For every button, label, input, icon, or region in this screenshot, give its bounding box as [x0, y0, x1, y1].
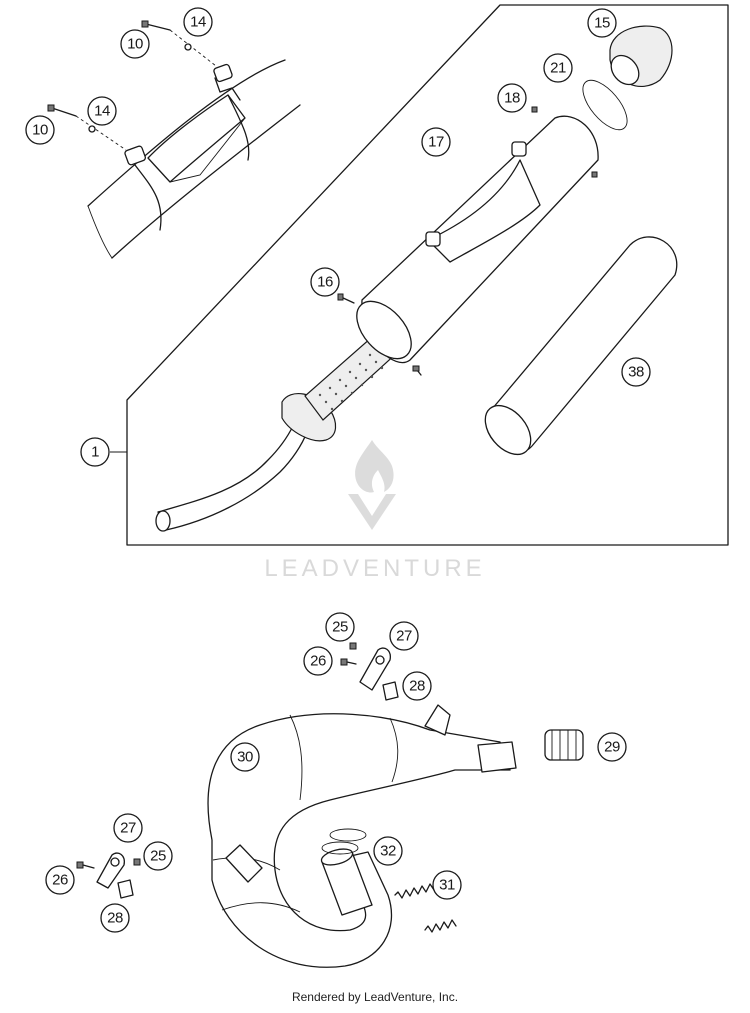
callout-14-top[interactable]: 14: [183, 7, 213, 37]
callout-18[interactable]: 18: [497, 83, 527, 113]
callout-label: 18: [504, 90, 520, 107]
callout-label: 17: [428, 134, 444, 151]
footer-credit: Rendered by LeadVenture, Inc.: [291, 990, 459, 1004]
callout-label: 29: [604, 739, 620, 756]
callout-label: 26: [310, 653, 326, 670]
callout-label: 30: [237, 749, 253, 766]
exhaust-seal: [544, 729, 584, 761]
callout-29[interactable]: 29: [597, 732, 627, 762]
callout-30[interactable]: 30: [230, 742, 260, 772]
callout-16[interactable]: 16: [310, 267, 340, 297]
kit-frame: [126, 4, 729, 546]
o-ring-32b: [321, 841, 359, 855]
callout-label: 26: [52, 872, 68, 889]
callout-17[interactable]: 17: [421, 127, 451, 157]
o-ring: [582, 79, 628, 131]
callout-10-top[interactable]: 10: [120, 29, 150, 59]
callout-label: 28: [409, 678, 425, 695]
callout-label: 38: [628, 364, 644, 381]
callout-15[interactable]: 15: [587, 8, 617, 38]
callout-38[interactable]: 38: [621, 357, 651, 387]
leadventure-watermark: LEADVENTURE: [264, 440, 485, 582]
callout-label: 16: [317, 274, 333, 291]
callout-27-upper[interactable]: 27: [389, 621, 419, 651]
callout-label: 21: [550, 60, 566, 77]
callout-label: 32: [380, 843, 396, 860]
callout-label: 10: [127, 36, 143, 53]
callout-26-lower[interactable]: 26: [45, 865, 75, 895]
callout-label: 25: [332, 619, 348, 636]
end-cap: [609, 25, 673, 87]
silencer-assembly: [155, 106, 599, 532]
callout-label: 27: [120, 820, 136, 837]
callout-28-lower[interactable]: 28: [100, 903, 130, 933]
callout-label: 31: [439, 877, 455, 894]
springs: [394, 883, 457, 933]
perforation-pattern: [318, 353, 384, 411]
upper-mount-hardware: [340, 642, 399, 701]
callout-32[interactable]: 32: [373, 836, 403, 866]
callout-21[interactable]: 21: [543, 53, 573, 83]
expansion-chamber: [207, 704, 517, 968]
clamp-inset: [47, 20, 301, 259]
silencer-packing: [484, 236, 678, 456]
callout-label: 14: [190, 14, 206, 31]
callout-25-lower[interactable]: 25: [143, 841, 173, 871]
callout-10-lower[interactable]: 10: [25, 115, 55, 145]
watermark-v-icon: [348, 494, 396, 530]
callout-label: 27: [396, 628, 412, 645]
callout-label: 28: [107, 910, 123, 927]
callout-1[interactable]: 1: [80, 437, 110, 467]
watermark-brand: LEADVENTURE: [264, 555, 485, 582]
callout-label: 1: [91, 444, 99, 461]
callout-label: 10: [32, 122, 48, 139]
callout-25-upper[interactable]: 25: [325, 612, 355, 642]
callout-label: 14: [94, 103, 110, 120]
callout-31[interactable]: 31: [432, 870, 462, 900]
callout-label: 25: [150, 848, 166, 865]
watermark-flame-icon: [355, 440, 394, 493]
callout-28-upper[interactable]: 28: [402, 671, 432, 701]
callout-14-lower[interactable]: 14: [87, 96, 117, 126]
callout-26-upper[interactable]: 26: [303, 646, 333, 676]
callout-27-lower[interactable]: 27: [113, 813, 143, 843]
o-ring-32a: [329, 828, 367, 842]
lower-mount-hardware: [76, 852, 141, 899]
callout-label: 15: [594, 15, 610, 32]
